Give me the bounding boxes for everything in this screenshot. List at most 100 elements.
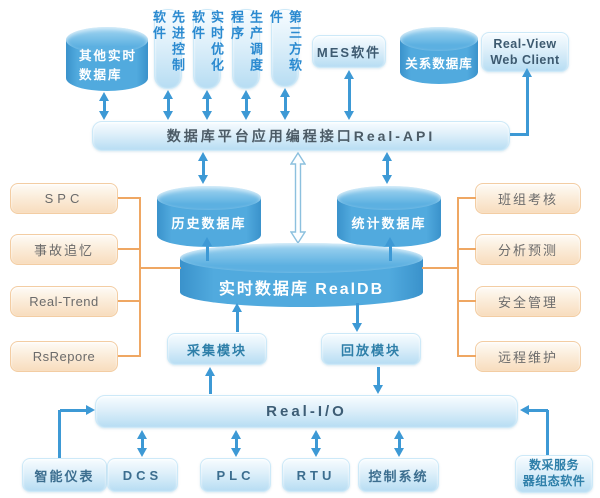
arrow-rt-optimization-api [202, 90, 213, 120]
node-label: 班组考核 [497, 192, 558, 207]
arrow-mes-api [344, 70, 355, 120]
line-left-stub-3 [118, 300, 140, 302]
line-daq-horizontal [529, 409, 548, 412]
node-realdb: 实时数据库 RealDB [180, 243, 423, 307]
arrow-realdb-history [202, 237, 213, 261]
arrow-realdb-stats [385, 237, 396, 261]
line-api-realview-horizontal [509, 133, 529, 136]
arrow-api-history-db [198, 152, 209, 184]
node-label: 生产调度程序 [229, 10, 263, 74]
node-label: Real-I/O [266, 403, 347, 420]
line-left-stub-4 [118, 355, 140, 357]
arrow-advanced-control-api [163, 90, 174, 120]
arrow-realdb-playback [352, 303, 363, 332]
node-accident-recall: 事故追忆 [10, 234, 118, 265]
node-smart-instrument: 智能仪表 [22, 458, 107, 492]
node-daq-server-config-software: 数采服务 器组态软件 [515, 455, 593, 493]
arrowhead-daq-io [520, 405, 529, 415]
label-line2: 器组态软件 [522, 474, 586, 488]
node-production-scheduling: 生产调度程序 [229, 9, 263, 89]
node-rsrepore: RsRepore [10, 341, 118, 372]
line-right-stub-4 [458, 355, 476, 357]
node-label: 采集模块 [186, 342, 247, 358]
arrow-production-scheduling-api [241, 90, 252, 120]
node-label: 回放模块 [340, 342, 401, 358]
node-label: 实时优化软件 [190, 10, 224, 74]
node-third-party: 第三方软件 [268, 9, 302, 87]
arrow-plc-io [231, 430, 242, 457]
node-label: Real-Trend [29, 294, 99, 309]
label-text: 关系数据库 [405, 57, 473, 71]
label-line2: Web Client [490, 53, 560, 67]
line-right-trunk [457, 197, 459, 357]
node-other-realtime-db: 其他实时 数据库 [66, 27, 148, 91]
arrow-io-collect [205, 367, 216, 394]
arrow-api-stats-db [382, 152, 393, 184]
node-plc: PLC [200, 458, 271, 492]
node-team-assessment: 班组考核 [475, 183, 581, 214]
line-right-stub-2 [458, 248, 476, 250]
line-left-trunk-realdb [140, 267, 181, 269]
line-smart-instrument-horizontal [60, 409, 87, 412]
node-label: 实时数据库 RealDB [180, 275, 423, 299]
node-mes: MES软件 [312, 35, 386, 68]
node-label: 先进控制软件 [151, 10, 185, 74]
arrow-third-party-api [280, 88, 291, 120]
label-line1: 数采服务 [528, 458, 579, 473]
line-right-stub-3 [458, 300, 476, 302]
node-label: MES软件 [316, 45, 382, 60]
node-label: 历史数据库 [157, 213, 261, 232]
node-relational-db: 关系数据库 [400, 27, 478, 84]
node-collect-module: 采集模块 [167, 333, 267, 365]
label-line1: Real-View [493, 36, 557, 51]
node-control-system: 控制系统 [358, 458, 439, 492]
node-advanced-control: 先进控制软件 [151, 9, 185, 89]
node-playback-module: 回放模块 [321, 333, 421, 365]
arrow-other-rtdb-api [99, 92, 110, 120]
node-label: 分析预测 [497, 243, 558, 258]
node-label: 统计数据库 [337, 213, 441, 232]
label-line1: 其他实时 [79, 49, 138, 63]
arrowhead-smart-instrument-io [86, 405, 95, 415]
node-dcs: DCS [107, 458, 178, 492]
node-security-management: 安全管理 [475, 286, 581, 317]
arrow-rtu-io [311, 430, 322, 457]
node-real-api-bar: 数据库平台应用编程接口Real-API [92, 121, 510, 151]
node-label: DCS [122, 467, 163, 483]
node-spc: SPC [10, 183, 118, 214]
node-label: 关系数据库 [400, 53, 478, 72]
node-label: SPC [44, 191, 84, 206]
arrow-dcs-io [137, 430, 148, 457]
node-real-trend: Real-Trend [10, 286, 118, 317]
line-daq-vertical [546, 410, 549, 455]
cylinder-top [400, 27, 478, 51]
cylinder-top [180, 243, 423, 273]
node-label: 控制系统 [368, 468, 429, 484]
node-label: RsRepore [32, 349, 96, 364]
label-text: 统计数据库 [351, 216, 427, 231]
cylinder-top [157, 186, 261, 210]
node-label: 事故追忆 [33, 243, 94, 258]
node-label: 远程维护 [497, 350, 558, 365]
node-label: 第三方软件 [268, 10, 302, 74]
arrow-control-system-io [394, 430, 405, 457]
node-rtu: RTU [282, 458, 350, 492]
arrowhead-api-realview [522, 68, 532, 77]
line-right-trunk-realdb [422, 267, 458, 269]
node-label: 其他实时 数据库 [66, 47, 148, 85]
line-left-trunk [139, 197, 141, 357]
node-analysis-forecast: 分析预测 [475, 234, 581, 265]
label-text: 历史数据库 [171, 216, 247, 231]
arrow-collect-realdb [232, 303, 243, 332]
arrow-playback-io [373, 367, 384, 394]
node-real-io-bar: Real-I/O [95, 395, 518, 428]
line-left-stub-1 [118, 197, 140, 199]
node-realtime-optimization: 实时优化软件 [190, 9, 224, 89]
arrow-api-realdb-hollow [290, 152, 306, 244]
node-label: RTU [296, 467, 336, 483]
label-text: 实时数据库 RealDB [218, 281, 385, 298]
line-api-realview-vertical [526, 76, 529, 135]
node-label: 数据库平台应用编程接口Real-API [166, 128, 436, 144]
cylinder-top [337, 186, 441, 210]
